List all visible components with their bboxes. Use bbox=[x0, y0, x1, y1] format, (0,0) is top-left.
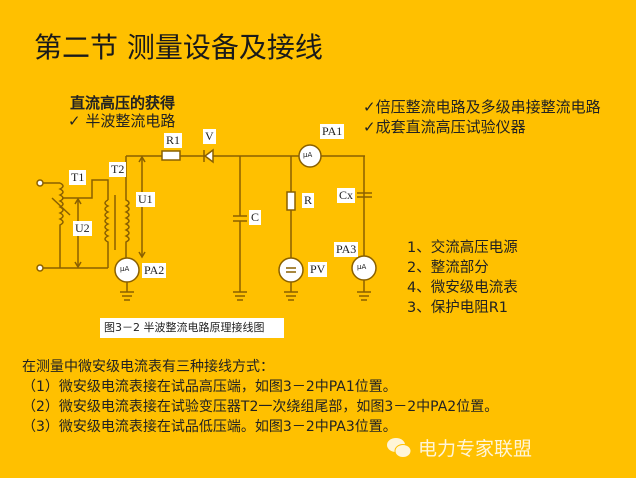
ground-symbols bbox=[120, 291, 371, 301]
body-line: 在测量中微安级电流表有三种接线方式： bbox=[22, 359, 274, 375]
label-r: R bbox=[302, 193, 315, 208]
sub-item: ✓ 半波整流电路 bbox=[68, 112, 176, 130]
label-u1: U1 bbox=[136, 192, 155, 207]
diode-v bbox=[203, 148, 214, 164]
label-pv: PV bbox=[308, 262, 328, 277]
label-pa1: PA1 bbox=[320, 124, 345, 139]
label-pa3: PA3 bbox=[334, 242, 359, 257]
label-c: C bbox=[249, 210, 262, 225]
terminal bbox=[36, 264, 44, 272]
body-line: （1）微安级电流表接在试品高压端，如图3－2中PA1位置。 bbox=[22, 379, 397, 395]
wechat-icon bbox=[387, 437, 412, 458]
terminal bbox=[36, 179, 44, 187]
right-list-item: ✓倍压整流电路及多级串接整流电路 bbox=[363, 98, 601, 116]
label-t2: T2 bbox=[109, 162, 127, 177]
numbered-item: 1、交流高压电源 bbox=[407, 240, 518, 256]
slide-title: 第二节 测量设备及接线 bbox=[34, 31, 323, 64]
numbered-item: 3、保护电阻R1 bbox=[407, 300, 509, 316]
label-u2: U2 bbox=[73, 221, 92, 236]
meter-pa1 bbox=[298, 144, 322, 168]
numbered-item: 4、微安级电流表 bbox=[407, 280, 518, 296]
label-r1: R1 bbox=[164, 133, 183, 148]
section-heading: 直流高压的获得 bbox=[70, 94, 176, 112]
meter-label: μA bbox=[120, 265, 130, 273]
label-pa2: PA2 bbox=[142, 263, 167, 278]
body-line: （3）微安级电流表接在试品低压端。如图3－2中PA3位置。 bbox=[22, 419, 397, 435]
body-line: （2）微安级电流表接在试验变压器T2一次绕组尾部，如图3－2中PA2位置。 bbox=[22, 399, 499, 415]
resistor-r bbox=[286, 191, 296, 211]
figure-caption: 图3－2 半波整流电路原理接线图 bbox=[100, 318, 284, 338]
watermark-text: 电力专家联盟 bbox=[418, 438, 533, 460]
meter-label: μA bbox=[303, 151, 313, 159]
meter-label: μA bbox=[357, 263, 367, 271]
right-list-item: ✓成套直流高压试验仪器 bbox=[363, 118, 526, 136]
voltmeter-pv bbox=[278, 257, 304, 283]
label-t1: T1 bbox=[69, 170, 87, 185]
watermark: 电力专家联盟 bbox=[386, 434, 532, 461]
label-v: V bbox=[203, 129, 216, 144]
resistor-r1 bbox=[161, 150, 181, 161]
numbered-item: 2、整流部分 bbox=[407, 260, 489, 276]
label-cx: Cx bbox=[337, 188, 356, 203]
